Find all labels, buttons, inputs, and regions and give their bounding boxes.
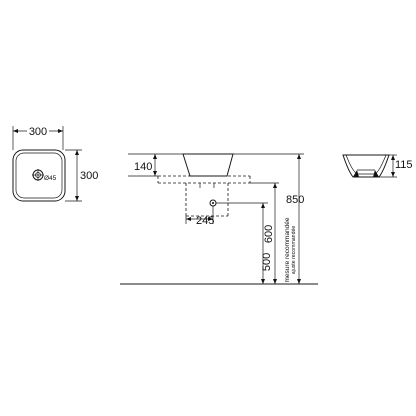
arrow-right bbox=[58, 129, 63, 133]
label-bg bbox=[27, 124, 49, 137]
basin-profile-inner bbox=[345, 154, 387, 175]
arrow-up bbox=[273, 183, 277, 188]
height-140-label: 140 bbox=[134, 161, 152, 173]
drain-label: Ø45 bbox=[44, 175, 57, 182]
profile-foot-left bbox=[353, 170, 359, 177]
top-view: 300 Ø45 300 bbox=[12, 124, 98, 202]
arrow-left bbox=[186, 217, 191, 221]
arrow-up bbox=[153, 154, 157, 159]
height-500-label: 500 bbox=[261, 253, 273, 271]
arrow-down bbox=[391, 172, 395, 177]
profile-foot-right bbox=[373, 170, 379, 177]
arrow-down bbox=[297, 279, 301, 284]
height-600-label: 600 bbox=[263, 225, 275, 243]
profile-height-label: 115 bbox=[395, 159, 413, 171]
arrow-top bbox=[75, 150, 79, 155]
basin-inner-outline bbox=[15, 152, 63, 199]
arrow-right bbox=[208, 217, 213, 221]
recommended-note-secondary: ajuste recommandée bbox=[291, 226, 297, 275]
arrow-left bbox=[13, 129, 18, 133]
arrow-up bbox=[297, 154, 301, 159]
basin-outer-outline bbox=[12, 149, 66, 202]
arrow-down bbox=[261, 279, 265, 284]
arrow-up bbox=[261, 203, 265, 208]
basin-side-profile bbox=[182, 153, 234, 177]
wall-outlet-center bbox=[212, 202, 214, 204]
arrow-up bbox=[391, 155, 395, 160]
side-view: 140 245 500 600 bbox=[120, 153, 318, 285]
arrow-down bbox=[153, 171, 157, 176]
depth-label: 300 bbox=[80, 170, 98, 182]
arrow-bottom bbox=[75, 196, 79, 201]
offset-245-label: 245 bbox=[196, 215, 214, 227]
width-label: 300 bbox=[29, 126, 47, 138]
height-850-label: 850 bbox=[286, 194, 304, 206]
recommended-note: mesure recommandée bbox=[284, 217, 291, 282]
profile-view: 115 bbox=[342, 154, 413, 178]
arrow-down bbox=[273, 279, 277, 284]
